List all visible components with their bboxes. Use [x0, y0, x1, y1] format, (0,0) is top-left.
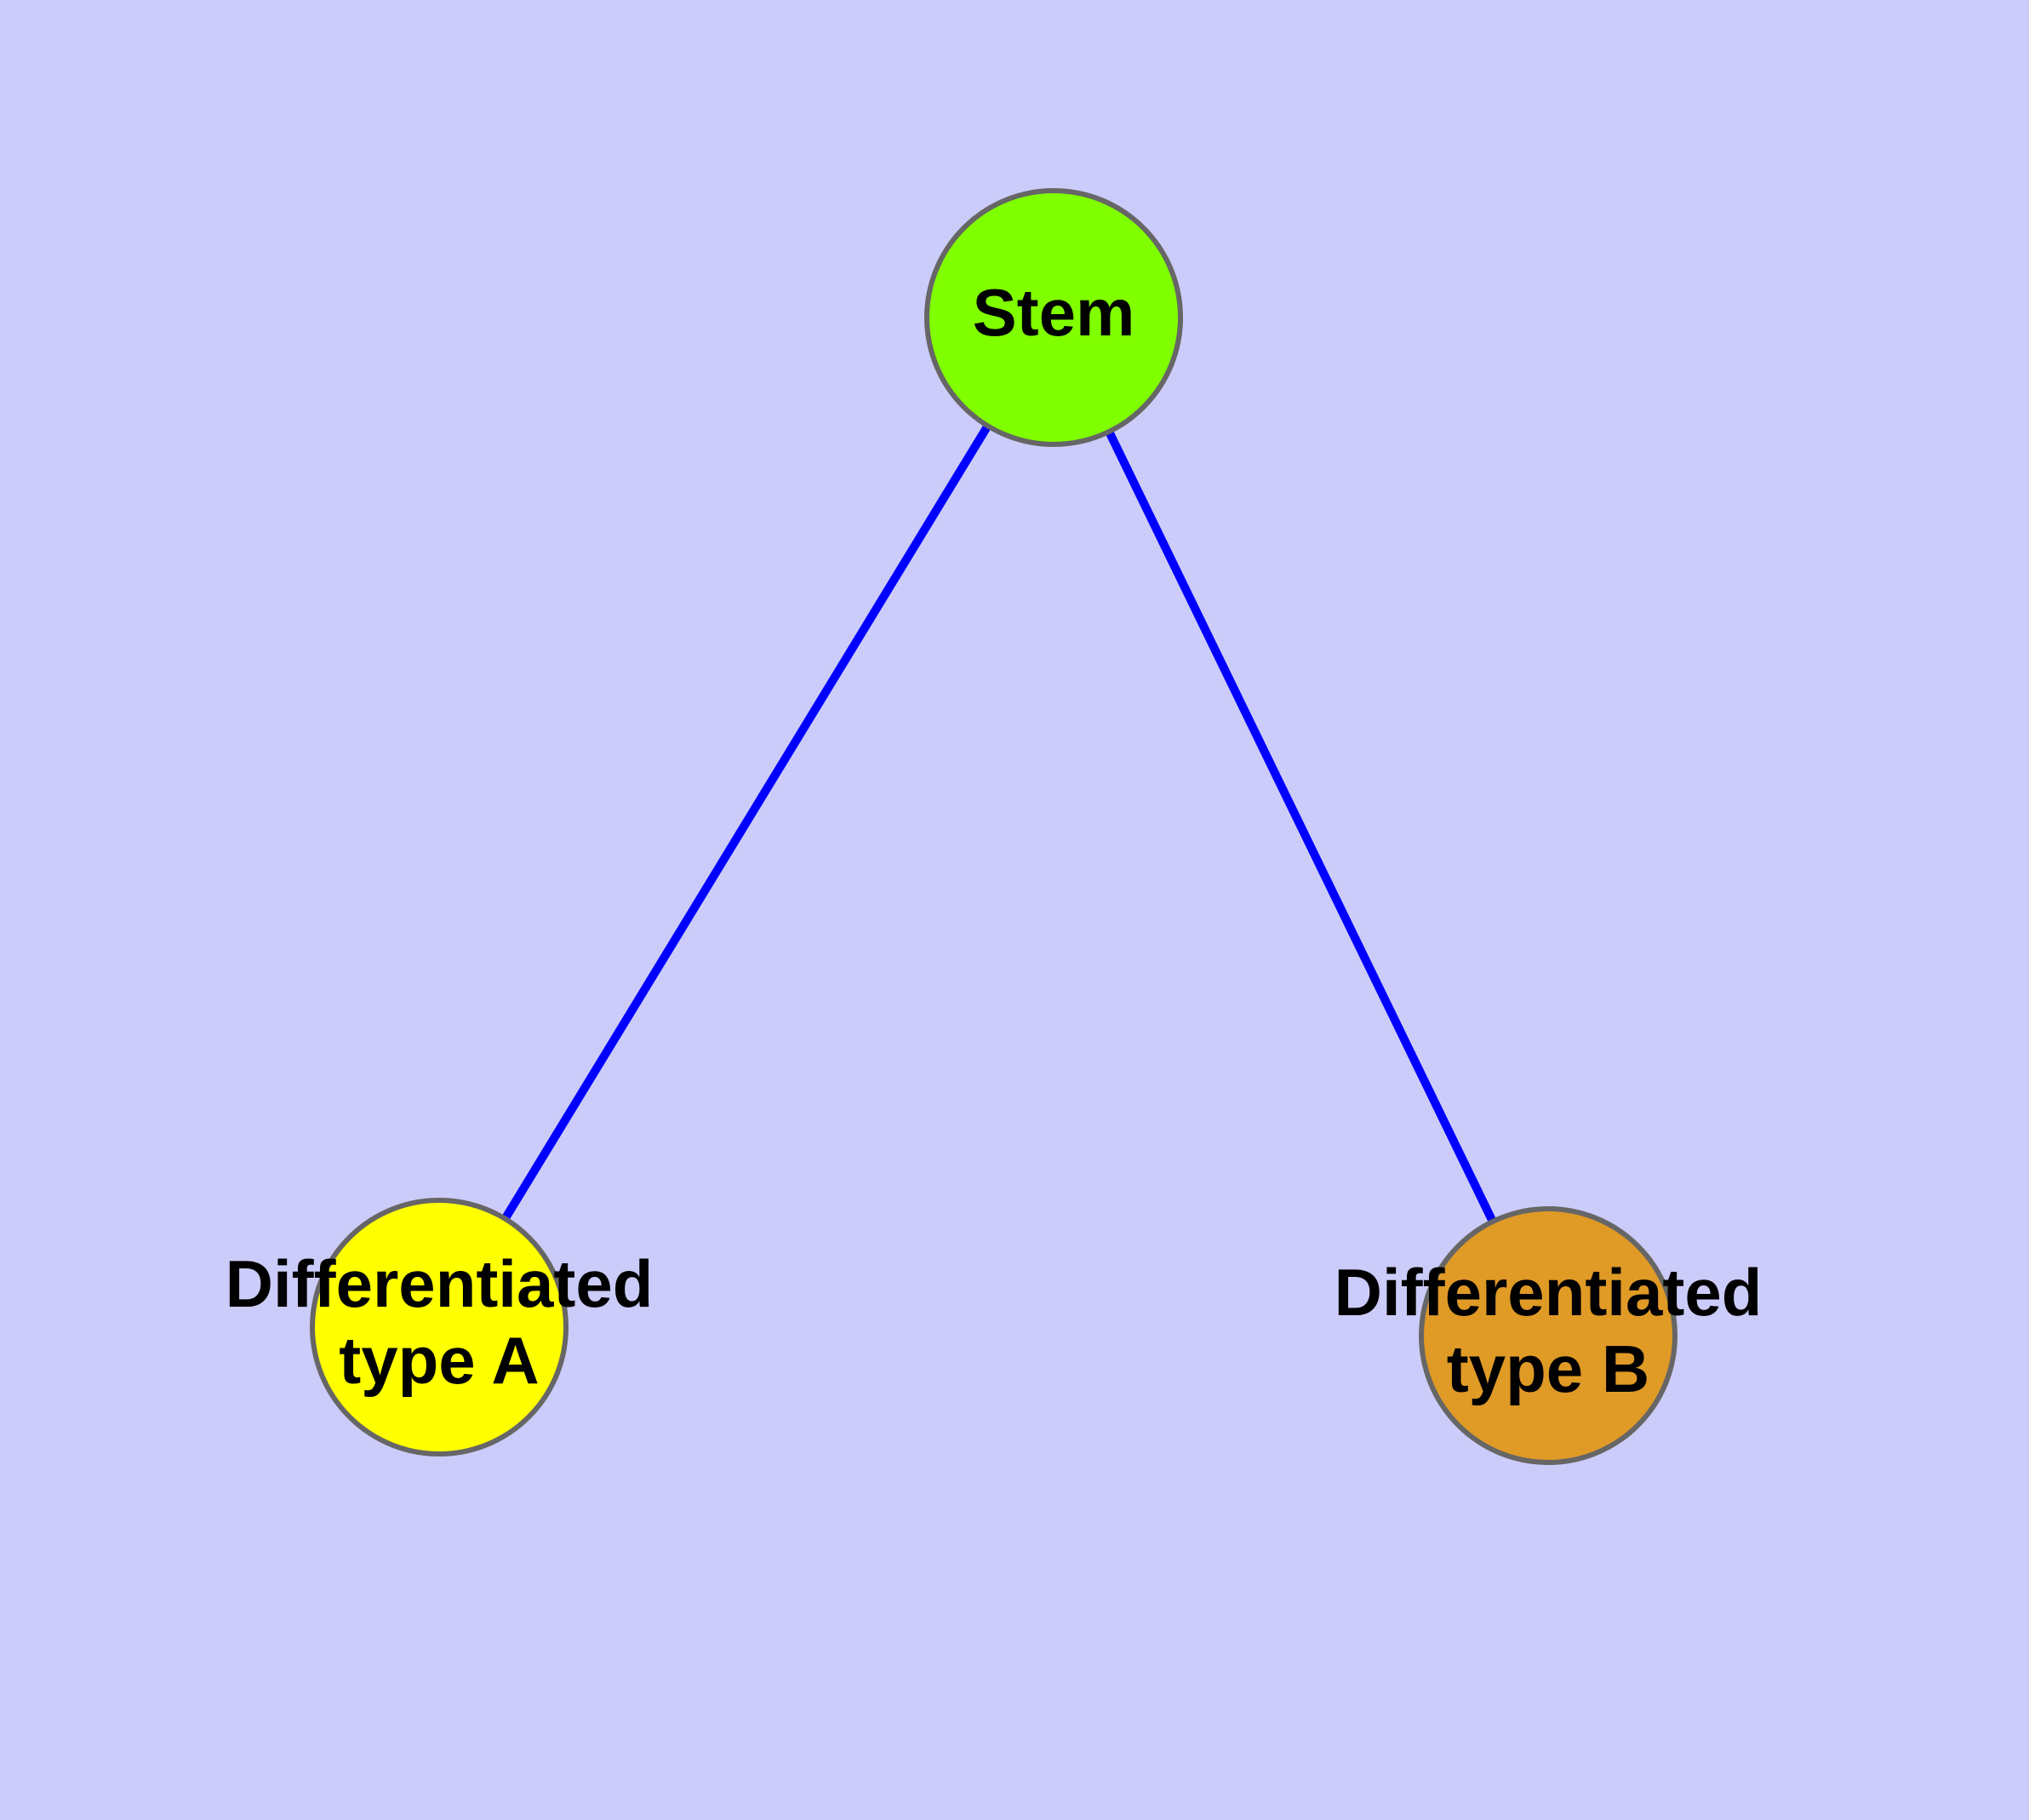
node-diff_b[interactable] — [1419, 1206, 1677, 1465]
node-label-line: Differentiated — [226, 1246, 654, 1321]
node-label-line: Differentiated — [1335, 1255, 1763, 1330]
node-stem[interactable] — [924, 188, 1183, 447]
edge-layer — [435, 315, 1552, 1338]
node-label-line: type A — [339, 1322, 540, 1397]
edge-stem-diff-a[interactable] — [435, 315, 1058, 1330]
node-layer — [310, 188, 1677, 1465]
node-label-line: type B — [1447, 1331, 1649, 1405]
node-diff_a[interactable] — [310, 1198, 569, 1457]
node-label-stem: Stem — [973, 275, 1135, 350]
node-label-line: Stem — [973, 275, 1135, 350]
edge-stem-diff-b[interactable] — [1049, 315, 1552, 1338]
